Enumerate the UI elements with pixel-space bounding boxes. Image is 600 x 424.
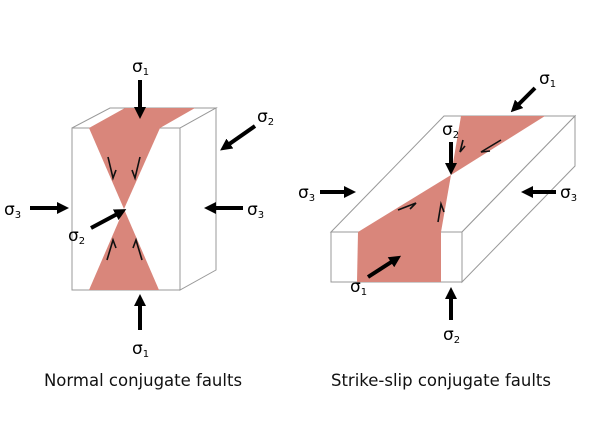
caption-normal: Normal conjugate faults bbox=[44, 371, 242, 390]
fault-upper-wedge bbox=[451, 116, 545, 175]
strike-slip-stress-arrows bbox=[320, 86, 556, 320]
label-sigma1-bottom: σ1 bbox=[350, 277, 367, 298]
label-sigma2-top: σ2 bbox=[442, 120, 459, 141]
label-sigma1-top: σ1 bbox=[539, 69, 556, 90]
arrow-sigma2-right bbox=[220, 124, 257, 151]
slip-arrow bbox=[437, 200, 445, 223]
slip-arrow bbox=[106, 237, 117, 261]
normal-stress-arrows bbox=[30, 80, 257, 330]
label-sigma2-bottom: σ2 bbox=[443, 325, 460, 346]
label-sigma2-right: σ2 bbox=[257, 107, 274, 128]
slip-arrow bbox=[459, 139, 466, 153]
arrow-sigma2-inner bbox=[90, 209, 127, 230]
slip-arrow bbox=[132, 237, 143, 261]
label-sigma1-bottom: σ1 bbox=[132, 339, 149, 360]
label-sigma3-right: σ3 bbox=[247, 200, 264, 221]
caption-strike-slip: Strike-slip conjugate faults bbox=[331, 371, 551, 390]
slip-arrow bbox=[107, 156, 117, 181]
fault-lower-wedge bbox=[89, 209, 159, 290]
normal-labels: σ1 σ2 σ3 σ3 σ2 σ1 Normal conjugate fault… bbox=[4, 57, 274, 390]
slip-arrow bbox=[131, 156, 141, 181]
slip-arrow bbox=[397, 202, 417, 211]
fault-upper-wedge bbox=[89, 128, 160, 209]
arrow-sigma1-top bbox=[510, 86, 537, 113]
label-sigma2-inner: σ2 bbox=[68, 226, 85, 247]
slip-arrow bbox=[480, 139, 502, 153]
normal-fault-block bbox=[71, 107, 218, 291]
label-sigma3-left: σ3 bbox=[298, 183, 315, 204]
block-right-face bbox=[179, 107, 217, 291]
fault-lower-wedge bbox=[358, 175, 451, 232]
label-sigma3-right: σ3 bbox=[560, 183, 577, 204]
arrow-sigma1-bottom bbox=[366, 255, 402, 279]
strike-slip-labels: σ1 σ2 σ3 σ3 σ1 σ2 Strike-slip conjugate … bbox=[298, 69, 577, 390]
label-sigma1-top: σ1 bbox=[132, 57, 149, 78]
label-sigma3-left: σ3 bbox=[4, 200, 21, 221]
